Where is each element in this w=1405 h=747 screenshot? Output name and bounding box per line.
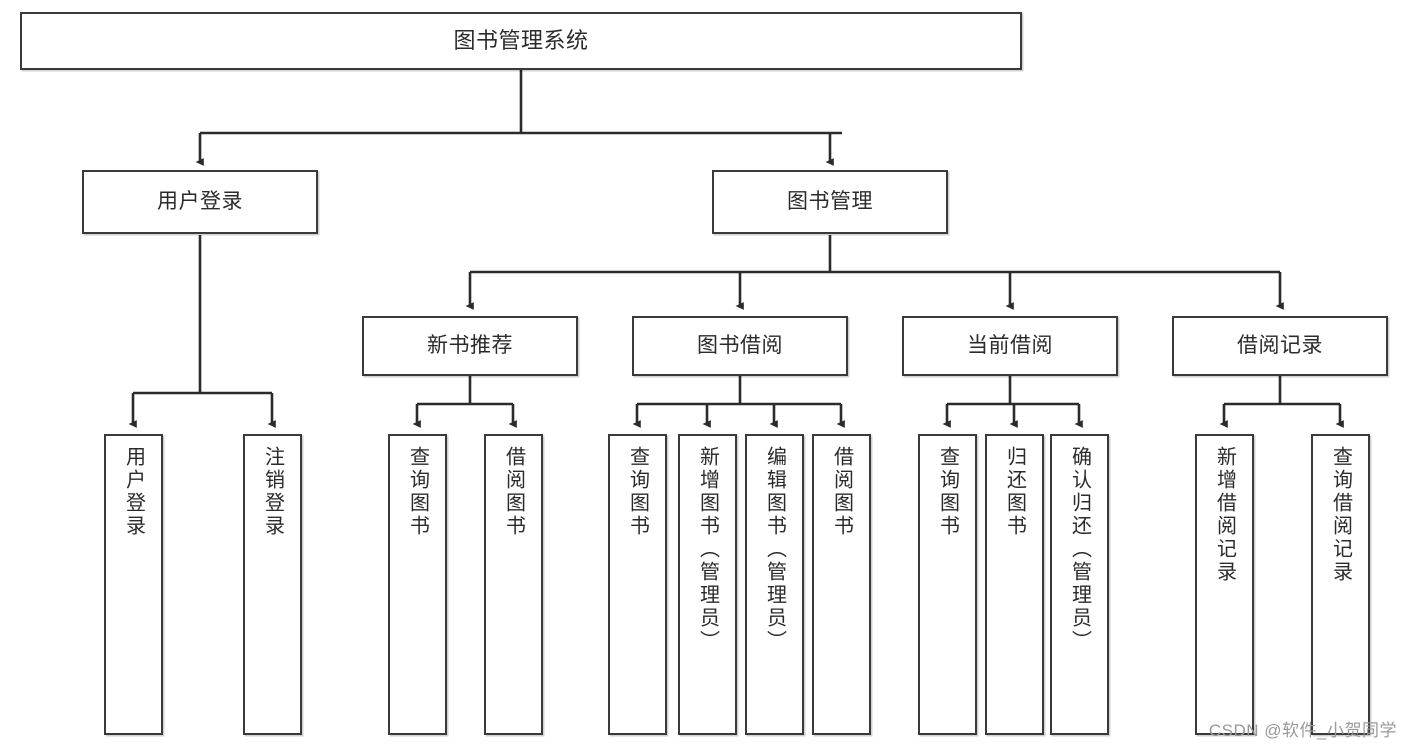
node-leaf-add-record-label: 新增借阅记录	[1213, 446, 1236, 584]
node-leaf-query-book-3-label: 查询图书	[936, 446, 959, 538]
node-leaf-add-book-label: 新增图书（管理员）	[696, 446, 719, 653]
node-leaf-return-book[interactable]: 归还图书	[985, 434, 1044, 735]
node-leaf-return-book-label: 归还图书	[1003, 446, 1026, 538]
node-leaf-query-record[interactable]: 查询借阅记录	[1311, 434, 1370, 735]
node-leaf-borrow-book-2[interactable]: 借阅图书	[812, 434, 871, 735]
node-current-borrow[interactable]: 当前借阅	[902, 316, 1118, 376]
node-current-borrow-label: 当前借阅	[967, 333, 1053, 357]
node-leaf-confirm-return-label: 确认归还（管理员）	[1068, 446, 1091, 653]
node-book-management-label: 图书管理	[787, 189, 873, 213]
node-leaf-query-book-2[interactable]: 查询图书	[608, 434, 667, 735]
node-root[interactable]: 图书管理系统	[20, 12, 1022, 70]
node-leaf-user-login-label: 用户登录	[122, 446, 145, 538]
node-leaf-query-book-1[interactable]: 查询图书	[388, 434, 447, 735]
node-leaf-query-book-2-label: 查询图书	[626, 446, 649, 538]
node-leaf-edit-book[interactable]: 编辑图书（管理员）	[745, 434, 804, 735]
node-root-label: 图书管理系统	[453, 28, 589, 54]
node-new-book-recommend-label: 新书推荐	[427, 333, 513, 357]
node-borrow-record-label: 借阅记录	[1237, 333, 1323, 357]
node-user-login[interactable]: 用户登录	[82, 170, 318, 234]
node-leaf-borrow-book-1-label: 借阅图书	[502, 446, 525, 538]
node-borrow-record[interactable]: 借阅记录	[1172, 316, 1388, 376]
node-leaf-borrow-book-1[interactable]: 借阅图书	[484, 434, 543, 735]
node-leaf-add-book[interactable]: 新增图书（管理员）	[678, 434, 737, 735]
node-leaf-user-login[interactable]: 用户登录	[104, 434, 163, 735]
node-leaf-logout-login-label: 注销登录	[261, 446, 284, 538]
node-leaf-query-book-3[interactable]: 查询图书	[918, 434, 977, 735]
watermark: CSDN @软件_小贺同学	[1208, 721, 1397, 740]
node-leaf-query-record-label: 查询借阅记录	[1329, 446, 1352, 584]
node-leaf-edit-book-label: 编辑图书（管理员）	[763, 446, 786, 653]
node-leaf-confirm-return[interactable]: 确认归还（管理员）	[1050, 434, 1109, 735]
node-leaf-borrow-book-2-label: 借阅图书	[830, 446, 853, 538]
node-user-login-label: 用户登录	[157, 189, 243, 213]
node-new-book-recommend[interactable]: 新书推荐	[362, 316, 578, 376]
node-book-borrow-label: 图书借阅	[697, 333, 783, 357]
node-leaf-logout-login[interactable]: 注销登录	[243, 434, 302, 735]
node-book-borrow[interactable]: 图书借阅	[632, 316, 848, 376]
node-leaf-query-book-1-label: 查询图书	[406, 446, 429, 538]
node-leaf-add-record[interactable]: 新增借阅记录	[1195, 434, 1254, 735]
node-book-management[interactable]: 图书管理	[712, 170, 948, 234]
